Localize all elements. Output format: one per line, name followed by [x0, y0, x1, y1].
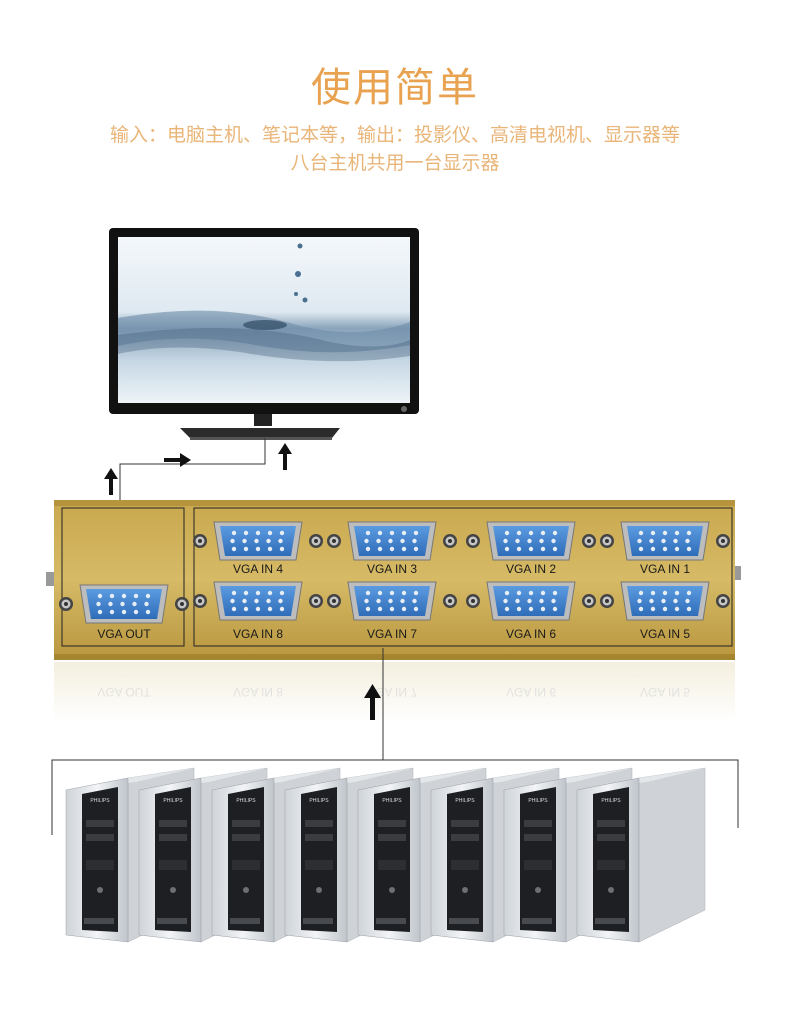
subtitle-line-2: 八台主机共用一台显示器 — [290, 152, 500, 174]
vga-connector-icon — [600, 581, 730, 621]
vga-connector-icon — [600, 521, 730, 561]
vga-connector-icon — [193, 521, 323, 561]
svg-text:PHILIPS: PHILIPS — [236, 798, 256, 804]
svg-text:VGA OUT: VGA OUT — [97, 685, 151, 699]
svg-text:VGA IN 6: VGA IN 6 — [506, 685, 556, 699]
svg-text:PHILIPS: PHILIPS — [528, 798, 548, 804]
svg-text:VGA IN 7: VGA IN 7 — [367, 685, 417, 699]
arrow-up-icon — [278, 443, 292, 470]
output-cable — [119, 438, 266, 510]
switch-reflection: VGA OUT VGA IN 8 VGA IN 7 VGA IN 6 VGA I… — [97, 685, 690, 699]
arrow-up-icon — [104, 468, 118, 495]
computer-tower-icon: PHILIPS — [576, 767, 706, 943]
arrow-right-icon — [164, 453, 191, 467]
vga-connector-icon — [327, 581, 457, 621]
vga-out-label: VGA OUT — [97, 627, 151, 641]
port-label-in-3: VGA IN 3 — [367, 562, 417, 576]
svg-text:PHILIPS: PHILIPS — [163, 798, 183, 804]
computer-tower-group: PHILIPS PHILIPS PHILIPS PHILIPS PHILIPS PHILI… — [65, 767, 706, 943]
svg-text:PHILIPS: PHILIPS — [90, 798, 110, 804]
page-title: 使用简单 — [311, 65, 479, 111]
subtitle-line-1: 输入：电脑主机、笔记本等，输出：投影仪、高清电视机、显示器等 — [109, 124, 680, 146]
vga-connector-icon — [466, 581, 596, 621]
vga-connector-icon — [59, 584, 189, 624]
vga-port-group — [59, 521, 730, 624]
svg-text:PHILIPS: PHILIPS — [382, 798, 402, 804]
arrow-up-icon — [364, 684, 381, 720]
svg-text:PHILIPS: PHILIPS — [601, 798, 621, 804]
port-label-in-8: VGA IN 8 — [233, 627, 283, 641]
port-label-in-7: VGA IN 7 — [367, 627, 417, 641]
port-label-in-6: VGA IN 6 — [506, 627, 556, 641]
vga-connector-icon — [327, 521, 457, 561]
vga-connector-icon — [466, 521, 596, 561]
svg-text:VGA IN 5: VGA IN 5 — [640, 685, 690, 699]
computer-tower-icon: PHILIPS — [138, 767, 268, 943]
port-label-in-4: VGA IN 4 — [233, 562, 283, 576]
svg-text:VGA IN 8: VGA IN 8 — [233, 685, 283, 699]
vga-connector-icon — [193, 581, 323, 621]
svg-text:PHILIPS: PHILIPS — [309, 798, 329, 804]
port-label-in-1: VGA IN 1 — [640, 562, 690, 576]
svg-text:PHILIPS: PHILIPS — [455, 798, 475, 804]
input-cable — [51, 648, 739, 835]
port-label-in-5: VGA IN 5 — [640, 627, 690, 641]
monitor-icon — [109, 228, 419, 440]
port-label-in-2: VGA IN 2 — [506, 562, 556, 576]
